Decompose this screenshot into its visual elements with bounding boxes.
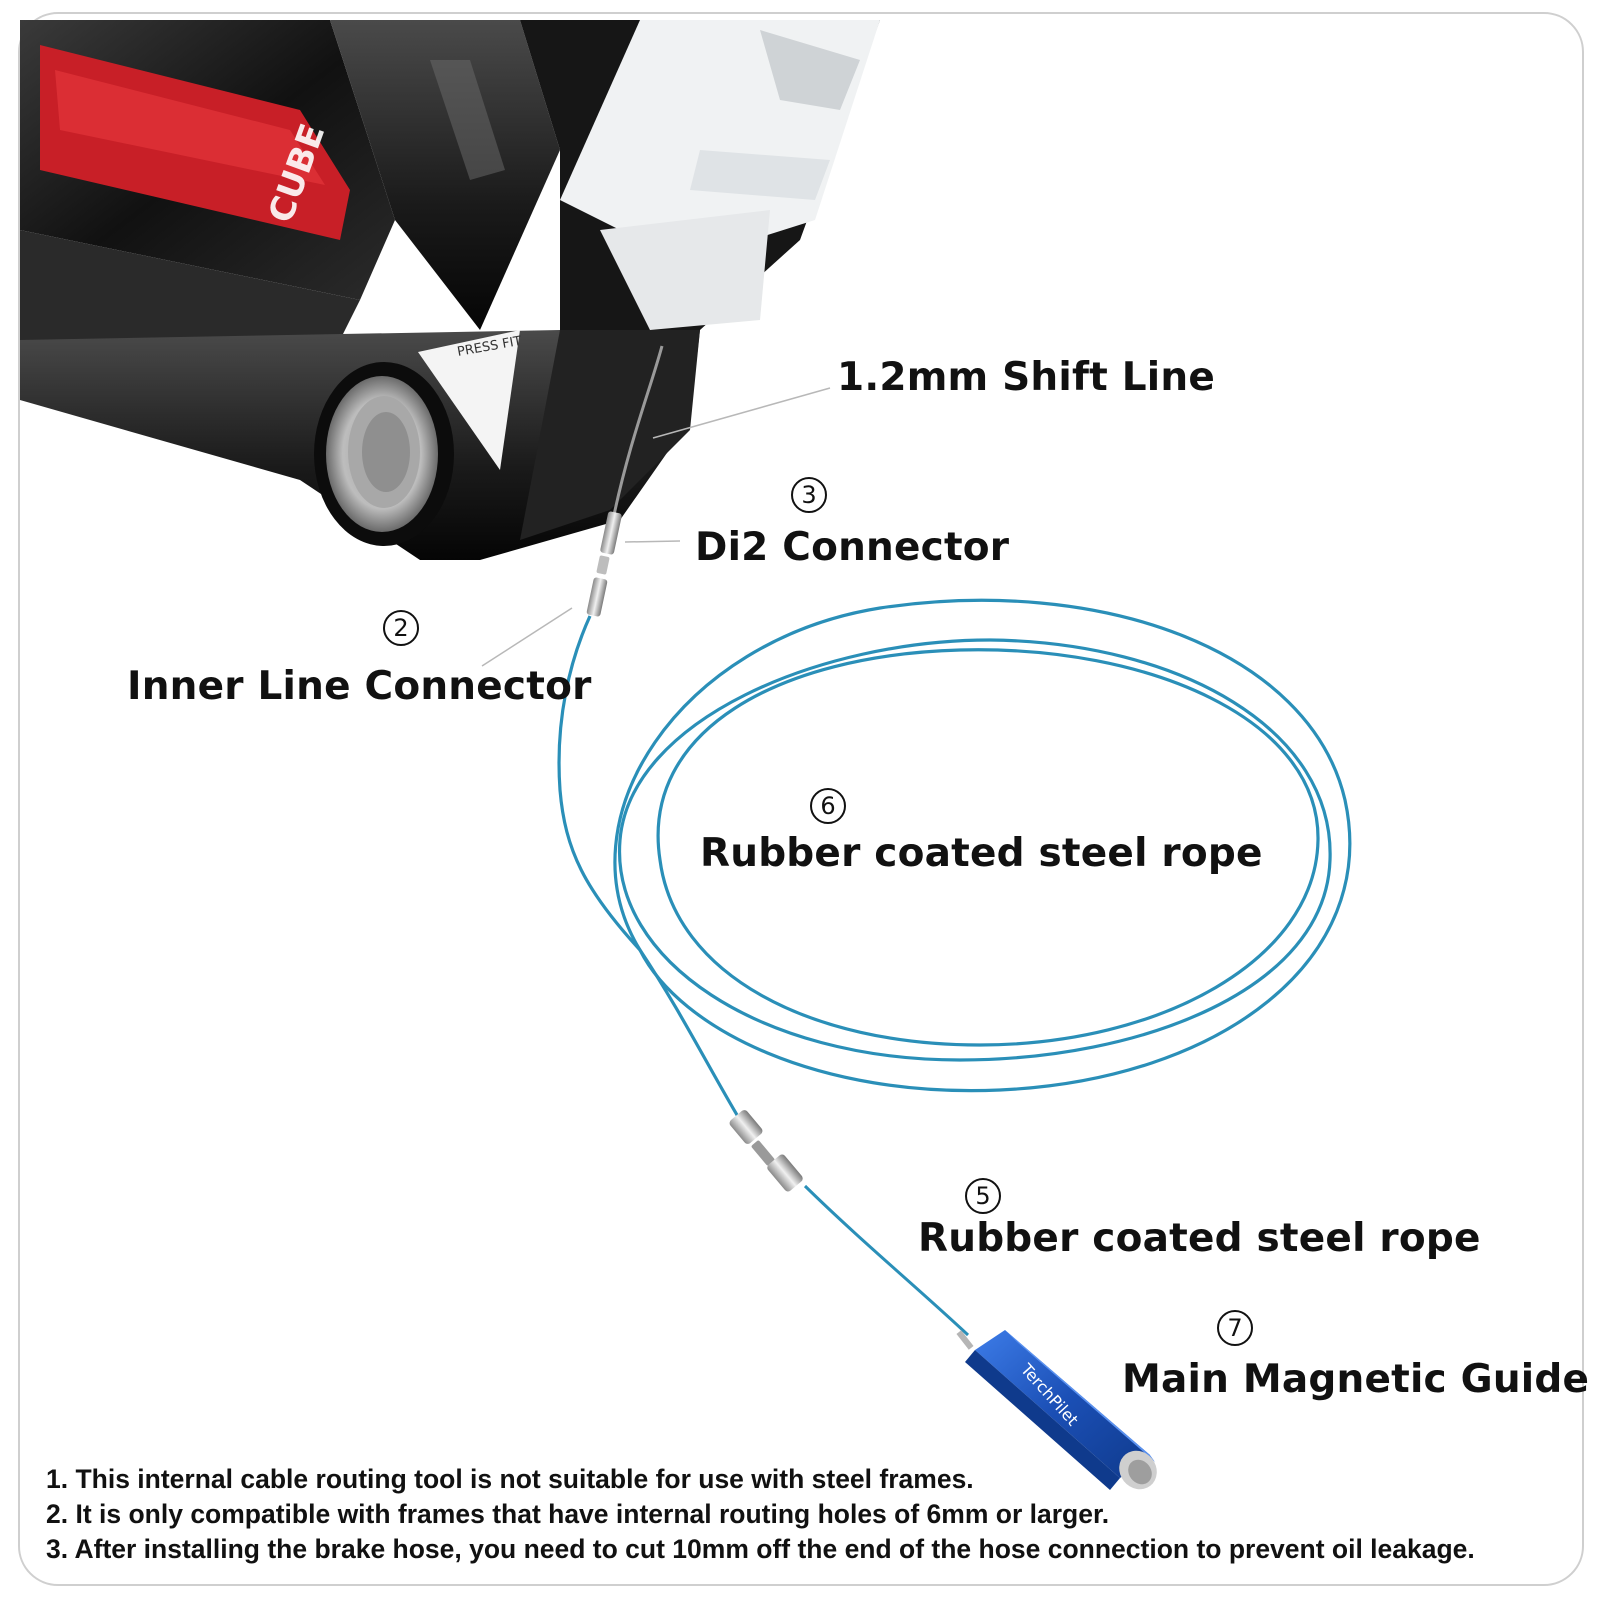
rope-coupler [729,1110,803,1192]
di2-connector-label: Di2 Connector [695,525,1010,570]
rope-small-number: 5 [975,1182,991,1210]
di2-number: 3 [801,481,817,509]
note-item: 1. This internal cable routing tool is n… [46,1464,974,1494]
connector-sleeves [586,511,622,617]
shift-line-label: 1.2mm Shift Line [837,355,1215,400]
magnetic-guide-label: Main Magnetic Guide [1122,1357,1590,1402]
magnetic-guide-tool: TerchPilet [956,1330,1157,1490]
rope-large-label: Rubber coated steel rope [700,831,1263,876]
rope-large-number: 6 [820,792,836,820]
usage-notes: 1. This internal cable routing tool is n… [46,1462,1566,1567]
rope-small-label: Rubber coated steel rope [918,1216,1481,1261]
magnetic-guide-number: 7 [1227,1314,1243,1342]
shift-line-wire [612,345,664,516]
inner-line-connector-label: Inner Line Connector [127,664,592,709]
note-item: 3. After installing the brake hose, you … [46,1534,1475,1564]
rope-large-number-ring [810,788,846,824]
steel-rope-coil [557,598,1352,1337]
bicycle-frame: PRESS FIT CUBE [20,20,880,560]
inner-line-number-ring [383,610,419,646]
magnetic-guide-number-ring [1217,1310,1253,1346]
leader-lines [481,387,831,667]
inner-line-number: 2 [393,614,409,642]
rope-small-number-ring [965,1178,1001,1214]
note-item: 2. It is only compatible with frames tha… [46,1499,1110,1529]
di2-number-ring [791,477,827,513]
